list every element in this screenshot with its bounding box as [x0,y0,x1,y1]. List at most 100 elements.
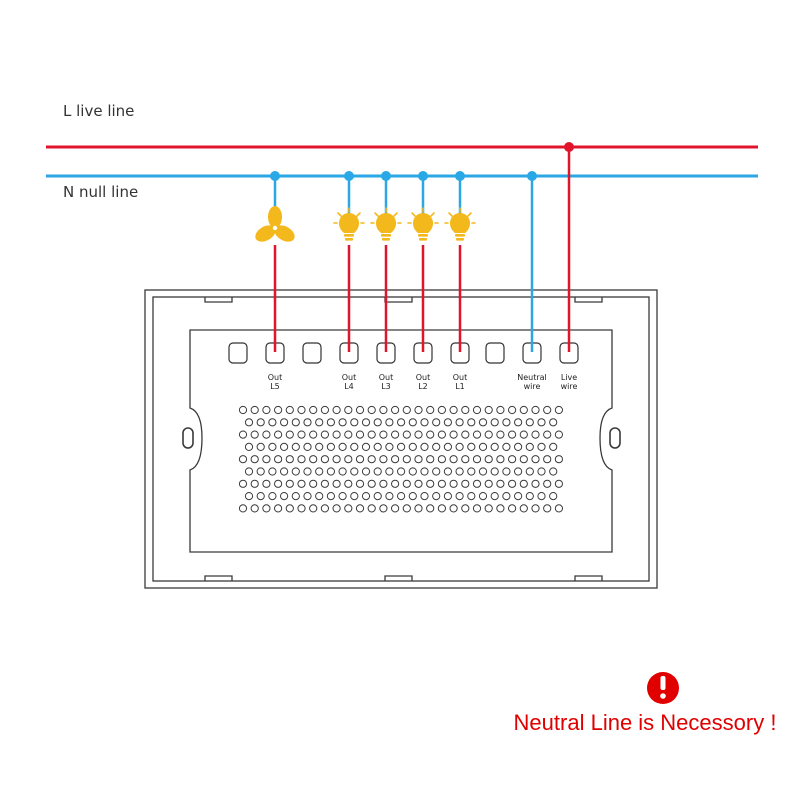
vent-hole [449,430,458,439]
terminal-label-out-l3: Out L3 [378,373,394,391]
terminal-label-out-l2: Out L2 [415,373,431,391]
vent-hole [484,430,493,439]
vent-hole [367,504,376,513]
vent-hole [274,455,283,464]
vent-hole [332,455,341,464]
vent-hole [420,418,429,427]
vent-hole [426,504,435,513]
vent-hole [350,418,359,427]
vent-hole [361,492,371,501]
vent-hole [338,467,347,476]
vent-hole [367,479,376,488]
vent-hole [549,442,558,451]
exclamation-icon [647,672,679,704]
vent-hole [238,504,248,513]
vent-hole [238,479,248,488]
vent-hole [432,418,441,427]
vent-hole [355,479,365,488]
vent-hole [490,442,499,451]
junction-dot [564,142,574,152]
vent-hole [332,479,341,488]
vent-hole [379,504,388,513]
vent-hole [408,492,417,501]
vent-hole [531,504,540,513]
null-line-label: N null line [63,183,139,201]
vent-hole [420,492,429,501]
vent-hole [443,418,452,427]
vent-hole [291,467,300,476]
vent-hole [297,504,306,513]
vent-hole [543,430,552,439]
vent-hole [244,492,254,501]
vent-hole [238,430,248,439]
vent-hole [531,455,540,464]
vent-hole [478,418,488,427]
vent-hole [507,430,517,439]
vent-hole [543,455,552,464]
vent-hole [326,442,335,451]
vent-hole [303,492,312,501]
vent-hole [285,430,294,439]
vent-hole [361,418,371,427]
vent-hole [315,418,324,427]
terminal-label-out-l4: Out L4 [341,373,357,391]
vent-hole [373,467,382,476]
vent-hole [414,504,423,513]
vent-hole [537,492,546,501]
vent-hole [385,442,394,451]
vent-hole [455,492,464,501]
bulb-icon [333,207,365,241]
vent-hole [432,467,441,476]
vent-hole [315,492,324,501]
vent-hole [303,442,312,451]
vent-hole [525,418,534,427]
vent-hole [338,418,347,427]
vent-hole [297,455,306,464]
vent-hole [274,504,283,513]
vent-hole [554,504,564,513]
vent-hole [519,455,528,464]
vent-hole [303,467,312,476]
vent-hole [507,455,517,464]
vent-hole [519,405,528,415]
vent-hole [478,492,488,501]
vent-hole [361,467,371,476]
vent-hole [391,405,400,415]
vent-hole [338,492,347,501]
vent-hole [344,479,353,488]
vent-hole [373,442,382,451]
vent-hole [309,504,318,513]
vent-hole [543,504,552,513]
vent-hole [309,430,318,439]
junction-dot [527,171,537,181]
vent-hole [420,442,429,451]
vent-hole [297,405,306,415]
vent-hole [238,455,248,464]
vent-hole [484,479,493,488]
junction-dot [418,171,428,181]
vent-hole [385,418,394,427]
loads [255,206,476,242]
vent-hole [514,492,523,501]
vent-hole [250,455,259,464]
vent-hole [455,442,464,451]
vent-hole [472,455,482,464]
terminal-label-out-l1: Out L1 [452,373,468,391]
vent-hole [379,455,388,464]
vent-hole [461,504,470,513]
vent-hole [531,405,540,415]
vent-hole [443,442,452,451]
vent-hole [291,418,300,427]
vent-hole [320,405,329,415]
vent-hole [484,504,493,513]
vent-hole [408,467,417,476]
vent-hole [426,405,435,415]
vent-hole [467,467,476,476]
vent-hole [320,479,329,488]
vent-hole [455,467,464,476]
vent-hole [490,492,499,501]
vent-hole [408,418,417,427]
vent-hole [332,504,341,513]
vent-hole [397,442,406,451]
vent-hole [537,467,546,476]
